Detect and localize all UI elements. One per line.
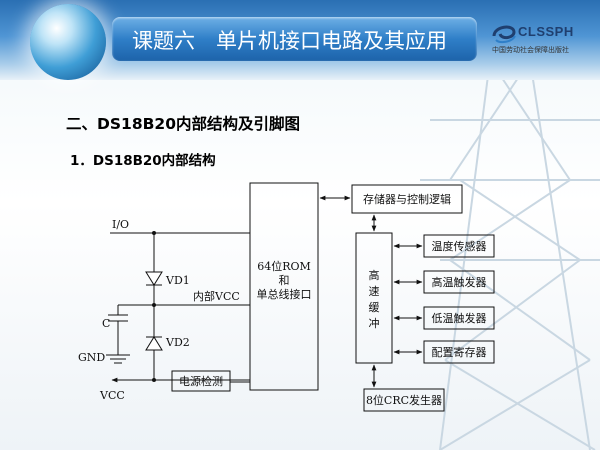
memory-control-label: 存储器与控制逻辑 [363,192,451,206]
capacitor-label: C [102,317,110,330]
buffer-char-4: 冲 [369,316,380,330]
vd2-label: VD2 [165,336,190,349]
section-title: 二、DS18B20内部结构及引脚图 [66,115,300,133]
io-pin-label: I/O [112,218,129,231]
transmission-tower-background [420,60,600,450]
subsection-title: 1．DS18B20内部结构 [70,153,216,169]
power-detect-label: 电源检测 [179,374,223,388]
buffer-char-2: 速 [369,285,380,298]
temp-sensor-label: 温度传感器 [432,239,487,253]
vcc-pin-label: VCC [99,389,125,402]
rom-block-line1: 64位ROM [257,259,311,273]
low-trigger-label: 低温触发器 [432,311,487,325]
publisher-logo: CLSSPH 中国劳动社会保障出版社 [488,20,594,62]
buffer-char-1: 高 [369,268,380,282]
title-bar: 课题六 单片机接口电路及其应用 [112,17,477,61]
logo-text: CLSSPH [518,24,574,39]
swirl-logo-icon [492,25,516,44]
globe-icon [30,4,106,80]
internal-vcc-label: 内部VCC [193,289,240,303]
gnd-pin-label: GND [78,351,105,364]
vd1-label: VD1 [165,274,190,287]
high-trigger-label: 高温触发器 [432,275,487,289]
config-register-label: 配置寄存器 [432,345,487,359]
rom-block-line2: 和 [279,274,290,287]
logo-subtext: 中国劳动社会保障出版社 [492,46,569,54]
buffer-char-3: 缓 [369,301,380,314]
crc-generator-label: 8位CRC发生器 [366,393,442,407]
rom-block-line3: 单总线接口 [257,287,312,301]
slide-title: 课题六 单片机接口电路及其应用 [132,29,447,53]
